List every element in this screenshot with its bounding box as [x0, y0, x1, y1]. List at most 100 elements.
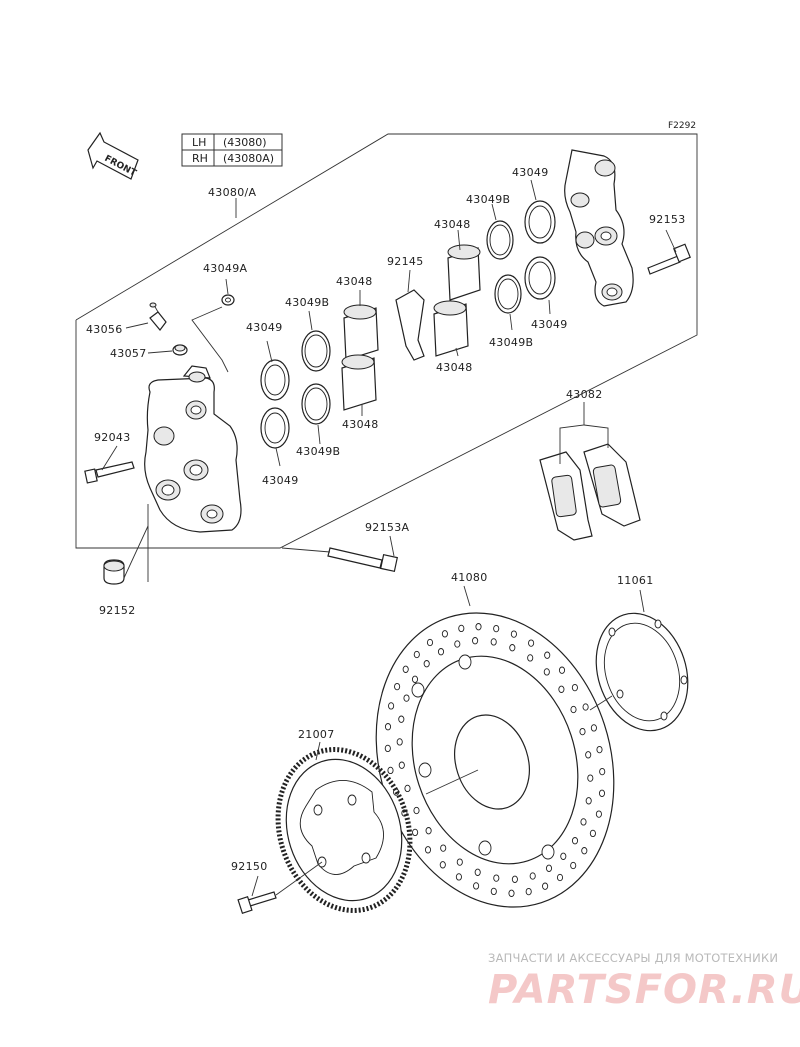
disc-hole — [403, 694, 410, 702]
disc-hole — [558, 666, 566, 674]
disc-hole — [475, 623, 482, 631]
label-92152: 92152 — [99, 604, 136, 617]
disc-hole — [404, 784, 411, 793]
disc-hole — [571, 683, 578, 692]
watermark-tagline: ЗАПЧАСТИ И АКСЕССУАРЫ ДЛЯ МОТОТЕХНИКИ — [488, 951, 778, 965]
disc-hole — [413, 806, 420, 815]
disc-hole — [582, 703, 589, 711]
label-43048-d: 43048 — [436, 361, 473, 374]
disc-hole — [388, 702, 395, 710]
disc-hole — [387, 766, 394, 775]
label-43049-d: 43049 — [531, 318, 568, 331]
disc-hole — [571, 837, 579, 845]
disc-hole — [426, 638, 434, 647]
label-43048-b: 43048 — [342, 418, 379, 431]
table-side-lh: LH — [192, 136, 206, 149]
disc-hole — [394, 682, 401, 691]
label-43049-c: 43049 — [512, 166, 549, 179]
disc-hole — [454, 640, 461, 648]
watermark: ЗАПЧАСТИ И АКСЕССУАРЫ ДЛЯ МОТОТЕХНИКИ PA… — [488, 951, 800, 1013]
label-43049-b: 43049 — [262, 474, 299, 487]
assembly-outline — [75, 133, 698, 549]
disc-holes — [384, 623, 606, 897]
label-43048-c: 43048 — [434, 218, 471, 231]
screw-92150 — [237, 891, 277, 914]
label-43049A: 43049A — [203, 262, 247, 275]
label-92145: 92145 — [387, 255, 424, 268]
table-side-rh: RH — [192, 152, 208, 165]
brake-disc — [375, 612, 615, 908]
disc-hole — [411, 675, 419, 683]
disc-hole — [527, 654, 534, 662]
disc-hole — [590, 724, 597, 732]
disc-hole — [543, 668, 550, 676]
disc-hole — [585, 751, 592, 759]
table-part-lh: (43080) — [223, 136, 267, 149]
disc-hole — [589, 829, 596, 838]
disc-hole — [474, 868, 481, 876]
disc-hole — [490, 638, 497, 646]
disc-hole — [556, 873, 564, 882]
disc-hole — [493, 874, 500, 882]
label-43049-a: 43049 — [246, 321, 283, 334]
disc-hole — [511, 875, 518, 883]
label-41080: 41080 — [451, 571, 488, 584]
label-11061: 11061 — [617, 574, 654, 587]
label-43048-a: 43048 — [336, 275, 373, 288]
figure-code: F2292 — [668, 121, 696, 131]
disc-hole — [542, 882, 549, 890]
disc-hole — [439, 861, 446, 869]
bolt-92153A — [327, 547, 399, 573]
disc-hole — [508, 889, 515, 897]
small-seal — [221, 294, 235, 306]
disc-hole — [545, 864, 553, 872]
caliper-body — [144, 365, 242, 533]
disc-hole — [490, 887, 497, 896]
label-43057: 43057 — [110, 347, 147, 360]
disc-hole — [528, 639, 535, 647]
disc-hole — [529, 872, 536, 880]
label-43082: 43082 — [566, 388, 603, 401]
disc-hole — [402, 665, 409, 673]
label-43056: 43056 — [86, 323, 123, 336]
disc-hole — [581, 847, 588, 855]
disc-hole — [596, 745, 603, 754]
label-92150: 92150 — [231, 860, 268, 873]
disc-hole — [558, 685, 565, 693]
disc-hole — [455, 873, 462, 881]
caliper-body-opposite — [564, 149, 634, 307]
disc-hole — [525, 887, 532, 896]
disc-hole — [570, 705, 577, 714]
mounting-bolt-92043 — [84, 461, 135, 484]
disc-hole — [473, 882, 480, 890]
label-92043: 92043 — [94, 431, 131, 444]
leader-lines — [101, 179, 677, 897]
variant-table: LH (43080) RH (43080A) — [181, 133, 283, 167]
disc-hole — [560, 852, 567, 860]
disc-hole — [509, 644, 516, 652]
disc-hole — [413, 650, 420, 659]
disc-hole — [598, 789, 606, 797]
disc-hole — [579, 727, 586, 736]
disc-hole — [384, 723, 392, 731]
disc-hole — [441, 630, 448, 638]
disc-hole — [599, 767, 606, 776]
brake-pads — [539, 443, 641, 541]
disc-hole — [472, 637, 479, 645]
label-43080: 43080/A — [208, 186, 256, 199]
disc-hole — [458, 624, 465, 633]
collar-92152 — [103, 559, 125, 585]
seals-and-pistons — [260, 200, 556, 449]
label-43049B-d: 43049B — [489, 336, 533, 349]
disc-hole — [425, 827, 432, 835]
abs-sensor-ring — [275, 747, 413, 913]
disc-hole — [544, 651, 551, 659]
front-arrow-icon: FRONT — [87, 131, 139, 180]
disc-hole — [456, 858, 463, 866]
disc-hole — [398, 761, 405, 769]
bleeder-cap — [172, 344, 188, 356]
disc-hole — [437, 648, 445, 656]
label-21007: 21007 — [298, 728, 335, 741]
table-part-rh: (43080A) — [223, 152, 274, 165]
